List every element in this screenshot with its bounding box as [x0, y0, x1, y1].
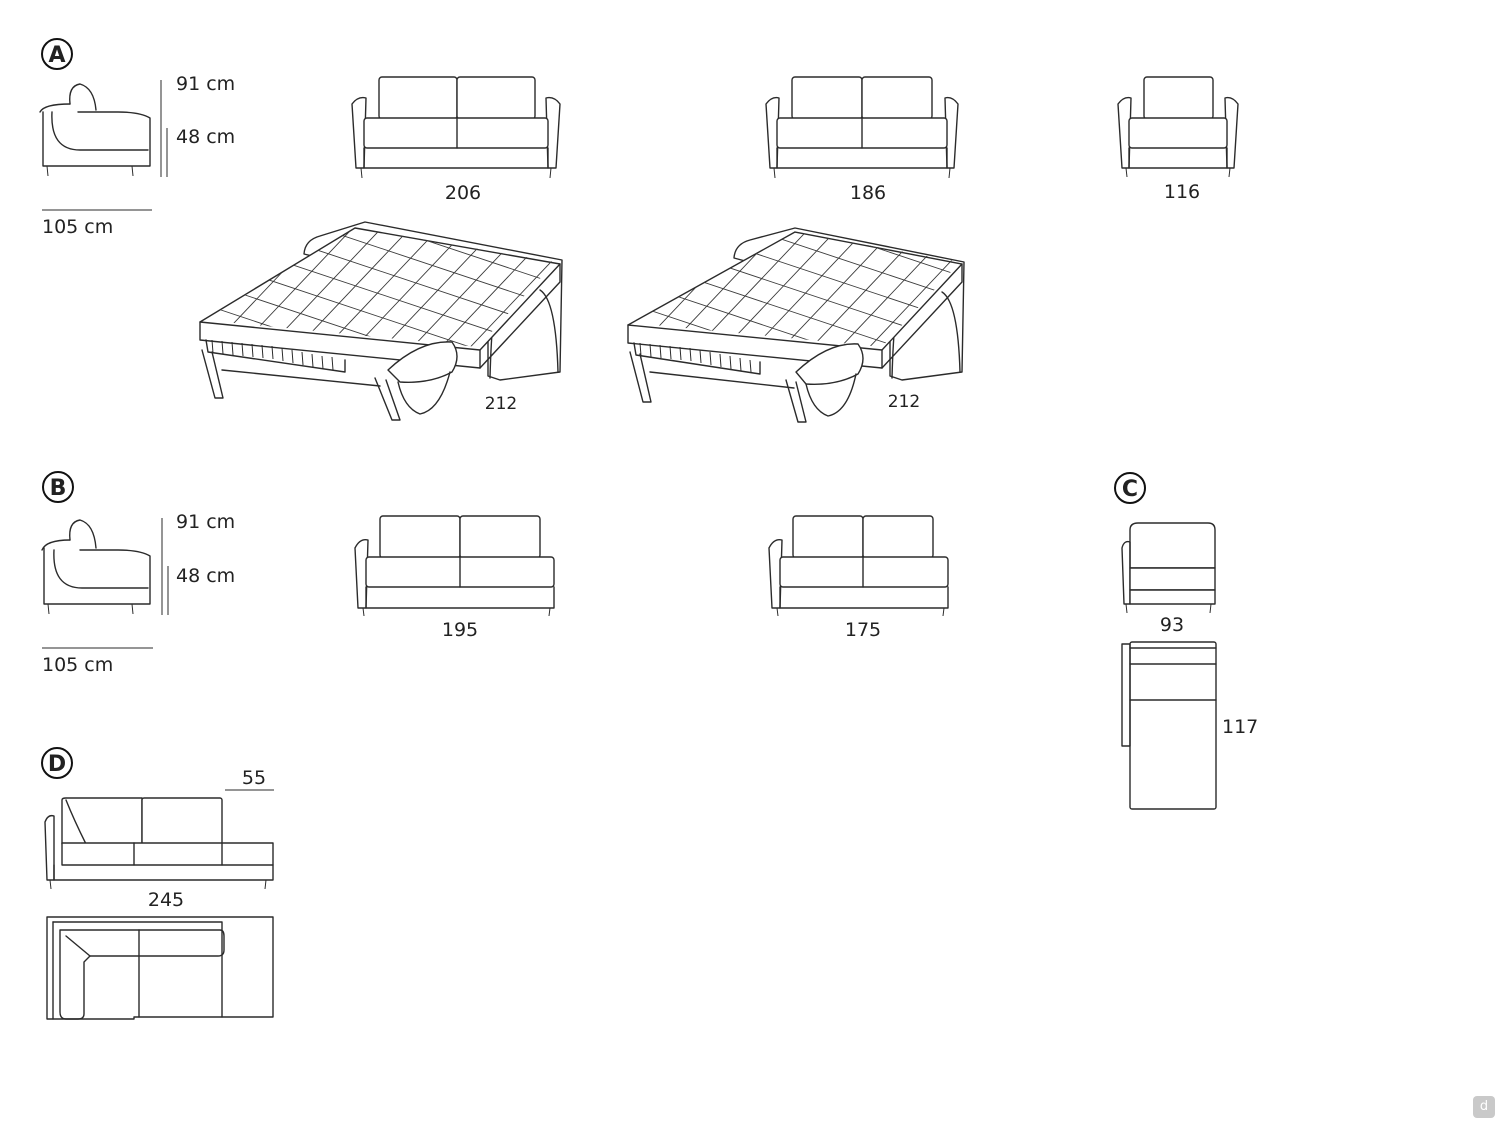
corner-width-245: 245 — [148, 889, 184, 911]
section-b: B 91 cm 48 cm 105 cm 195 — [41, 471, 949, 676]
section-a-height-total: 91 cm — [176, 73, 235, 95]
chaise-top-view: 117 — [1121, 641, 1258, 810]
sofa-width-206: 206 — [445, 182, 481, 204]
bed-length-212-a: 212 — [485, 394, 517, 414]
corner-sofa-front-view: 55 245 — [44, 767, 274, 911]
section-a-depth: 105 cm — [42, 216, 113, 238]
section-b-depth: 105 cm — [42, 654, 113, 676]
section-b-height-seat: 48 cm — [176, 565, 235, 587]
sofa-width-175: 175 — [845, 619, 881, 641]
section-c-label: C — [1122, 477, 1138, 502]
watermark-logo: d — [1473, 1096, 1495, 1118]
section-b-height-total: 91 cm — [176, 511, 235, 533]
bed-length-212-b: 212 — [888, 392, 920, 412]
section-a-marker: A — [41, 38, 73, 70]
sofa-bed-open-1: 212 — [199, 221, 563, 421]
section-c-marker: C — [1114, 472, 1146, 504]
corner-seat-depth-55: 55 — [242, 767, 266, 789]
section-b-marker: B — [42, 471, 74, 503]
section-a-side-view: 91 cm 48 cm 105 cm — [39, 73, 235, 238]
section-d-marker: D — [41, 747, 73, 779]
section-a-label: A — [48, 43, 65, 68]
section-b-label: B — [50, 476, 67, 501]
sofa-width-195: 195 — [442, 619, 478, 641]
section-c: C 93 117 — [1114, 472, 1258, 810]
section-a: A 91 cm 48 cm 105 cm 206 — [39, 38, 1239, 423]
sofa-bed-open-2: 212 — [627, 227, 965, 423]
section-b-side-view: 91 cm 48 cm 105 cm — [41, 511, 235, 676]
chaise-width-93: 93 — [1160, 614, 1184, 636]
sofa-width-186: 186 — [850, 182, 886, 204]
sofa-front-175: 175 — [768, 515, 949, 641]
section-d: D 55 245 — [41, 747, 274, 1020]
chaise-length-117: 117 — [1222, 716, 1258, 738]
sofa-front-206: 206 — [351, 76, 561, 204]
corner-sofa-top-view — [46, 916, 274, 1020]
sofa-front-195: 195 — [354, 515, 555, 641]
armchair-front-116: 116 — [1117, 76, 1239, 203]
chaise-front-view: 93 — [1121, 522, 1216, 636]
armchair-width-116: 116 — [1164, 181, 1200, 203]
section-a-height-seat: 48 cm — [176, 126, 235, 148]
section-d-label: D — [48, 752, 66, 777]
sofa-front-186: 186 — [765, 76, 959, 204]
